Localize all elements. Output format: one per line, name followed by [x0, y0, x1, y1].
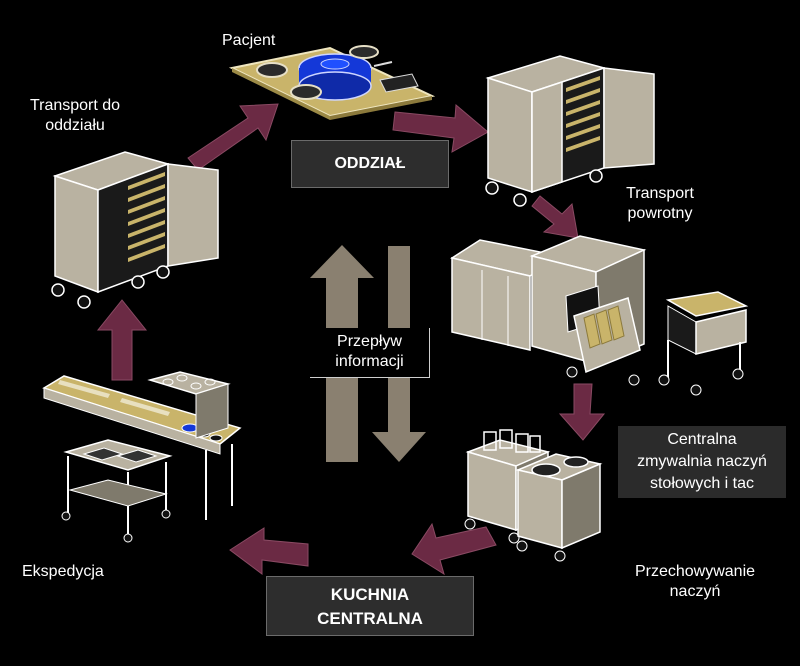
- tray-with-dishes-icon: [228, 45, 436, 120]
- label-ekspedycja: Ekspedycja: [22, 563, 104, 580]
- kitchen-line2: CENTRALNA: [317, 609, 423, 628]
- label-przechowywanie-line1: Przechowywanie: [634, 563, 756, 580]
- info-flow-box: Przepływ informacji: [310, 328, 430, 378]
- dishwashing-line1: Centralna: [667, 431, 737, 448]
- arrow-to-ward: [187, 103, 279, 171]
- arrow-to-storage: [558, 383, 606, 441]
- food-cart-icon: [51, 151, 219, 309]
- label-transport-powrotny: Transport powrotny: [615, 184, 705, 224]
- dishwashing-line3: stołowych i tac: [649, 475, 755, 492]
- label-przechowywanie: Przechowywanie naczyń: [620, 562, 770, 602]
- label-przechowywanie-line2: naczyń: [669, 583, 721, 600]
- arrow-to-expedition: [229, 527, 309, 575]
- label-transport-do-oddzialu: Transport do oddziału: [20, 96, 130, 136]
- label-transport-do-line2: oddziału: [45, 117, 105, 134]
- dishwashing-box: Centralna zmywalnia naczyń stołowych i t…: [618, 426, 786, 498]
- label-pacjent: Pacjent: [222, 32, 276, 49]
- arrow-to-dishwasher: [531, 195, 579, 239]
- return-cart-icon: [485, 55, 655, 207]
- arrow-to-kitchen: [411, 522, 497, 576]
- cycle-arrows: [96, 103, 606, 576]
- arrow-to-return: [392, 103, 489, 153]
- label-transport-powrotny-line1: Transport: [626, 185, 694, 202]
- ward-box: ODDZIAŁ: [291, 140, 449, 188]
- info-flow-line1: Przepływ: [337, 333, 402, 350]
- dishwasher-icon: [450, 235, 749, 396]
- kitchen-line1: KUCHNIA: [330, 585, 410, 604]
- kitchen-box: KUCHNIA CENTRALNA: [266, 576, 474, 636]
- info-flow-line2: informacji: [335, 353, 404, 370]
- storage-cart-icon: [464, 429, 603, 562]
- dishwashing-line2: zmywalnia naczyń: [637, 453, 767, 470]
- label-transport-do-line1: Transport do: [29, 97, 121, 114]
- arrow-up-to-cart: [96, 299, 148, 381]
- ward-label: ODDZIAŁ: [334, 155, 406, 172]
- serving-line-icon: [42, 371, 242, 543]
- label-transport-powrotny-line2: powrotny: [627, 205, 693, 222]
